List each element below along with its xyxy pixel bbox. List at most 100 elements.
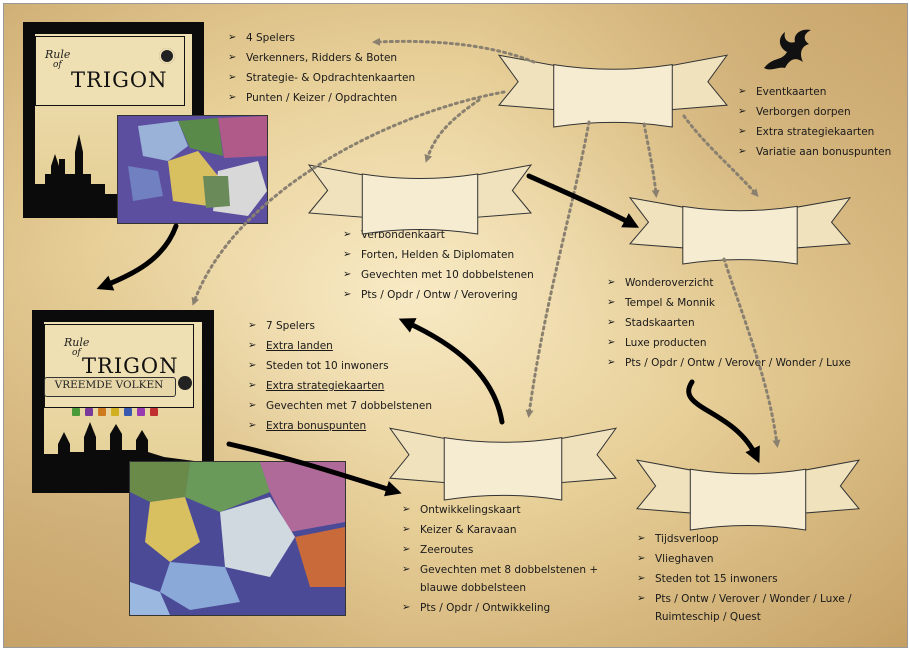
- bullet-arrow-icon: ➢: [738, 86, 747, 97]
- faction-violet-icon: [137, 408, 145, 416]
- castle-silhouette: [35, 134, 192, 206]
- trigon-logo-icon: [159, 48, 175, 64]
- banner-moderne-line1: De Moderne: [698, 476, 778, 490]
- bullet-arrow-icon: ➢: [402, 504, 411, 515]
- list-item: ➢Luxe producten: [607, 333, 851, 353]
- base-map-image: [118, 116, 267, 223]
- list-item: ➢Strategie- & Opdrachtenkaarten: [228, 68, 415, 88]
- expansion-map-image: [130, 462, 345, 615]
- base-game-map: [117, 115, 268, 224]
- list-item: ➢Extra strategiekaarten: [248, 376, 432, 396]
- bullet-arrow-icon: ➢: [607, 357, 616, 368]
- bullet-arrow-icon: ➢: [637, 553, 646, 564]
- dotted-arrow-mythen-to-handel: [525, 120, 591, 418]
- list-item: ➢Steden tot 10 inwoners: [248, 356, 432, 376]
- bullet-arrow-icon: ➢: [248, 380, 257, 391]
- list-wonderen: ➢Wonderoverzicht ➢Tempel & Monnik ➢Stads…: [607, 273, 851, 373]
- expansion-map: [129, 461, 346, 616]
- list-item: ➢Gevechten met 7 dobbelstenen: [248, 396, 432, 416]
- list-item: ➢Wonderoverzicht: [607, 273, 851, 293]
- base-cover-title: TRIGON: [71, 68, 168, 92]
- faction-yellow-icon: [111, 408, 119, 416]
- banner-helden-line1: Helden &: [385, 178, 447, 192]
- base-cover-rule: Rule: [45, 48, 71, 61]
- list-item: ➢Stadskaarten: [607, 313, 851, 333]
- list-item: ➢Ontwikkelingskaart: [402, 500, 610, 520]
- banner-moderne-wereld: De Moderne Wereld: [686, 474, 790, 512]
- banner-handel-line1: Handel &: [473, 444, 535, 458]
- list-item: ➢Pts / Ontw / Verover / Wonder / Luxe / …: [637, 589, 895, 626]
- bullet-arrow-icon: ➢: [637, 533, 646, 544]
- list-handel: ➢Ontwikkelingskaart ➢Keizer & Karavaan ➢…: [402, 500, 610, 618]
- bullet-arrow-icon: ➢: [248, 420, 257, 431]
- black-arrow-base-to-vreemde: [96, 223, 179, 291]
- banner-helden-verbonden: Helden & Verbonden: [364, 176, 468, 214]
- list-item: ➢Verkenners, Ridders & Boten: [228, 48, 415, 68]
- banner-mythen-legenden: Mythen & Legenden: [556, 67, 660, 105]
- banner-helden-line2: Verbonden: [381, 197, 451, 211]
- base-cover-of: of: [53, 60, 62, 70]
- list-item: ➢Variatie aan bonuspunten: [738, 142, 891, 162]
- bullet-arrow-icon: ➢: [343, 269, 352, 280]
- bullet-arrow-icon: ➢: [402, 544, 411, 555]
- bullet-arrow-icon: ➢: [738, 146, 747, 157]
- list-item: ➢Zeeroutes: [402, 540, 610, 560]
- bullet-arrow-icon: ➢: [248, 320, 257, 331]
- banner-wonderen-line2: Wereld: [717, 235, 763, 249]
- bullet-arrow-icon: ➢: [402, 564, 411, 575]
- bullet-arrow-icon: ➢: [637, 593, 646, 604]
- banner-mythen-line1: Mythen &: [576, 69, 640, 83]
- list-item: ➢Vlieghaven: [637, 549, 895, 569]
- expansion-subtitle-banner: [44, 377, 176, 397]
- list-item: ➢Extra strategiekaarten: [738, 122, 891, 142]
- list-item: ➢4 Spelers: [228, 28, 415, 48]
- list-item: ➢Tempel & Monnik: [607, 293, 851, 313]
- expansion-cover-title: TRIGON: [82, 354, 179, 378]
- dotted-arrow-mythen-to-helden: [424, 98, 481, 163]
- list-item: ➢Extra bonuspunten: [248, 416, 432, 436]
- list-item: ➢Eventkaarten: [738, 82, 891, 102]
- list-item: ➢Forten, Helden & Diplomaten: [343, 245, 534, 265]
- banner-handel-ontwikkeling: Handel & Ontwikkeling: [448, 442, 560, 480]
- faction-orange-icon: [98, 408, 106, 416]
- black-arrow-helden-to-wonderen: [526, 173, 640, 228]
- bullet-arrow-icon: ➢: [343, 229, 352, 240]
- list-mythen: ➢Eventkaarten ➢Verborgen dorpen ➢Extra s…: [738, 82, 891, 162]
- list-item: ➢Verbondenkaart: [343, 225, 534, 245]
- bullet-arrow-icon: ➢: [343, 249, 352, 260]
- list-item: ➢Tijdsverloop: [637, 529, 895, 549]
- bullet-arrow-icon: ➢: [607, 317, 616, 328]
- dotted-arrow-mythen-to-wonderen-a: [642, 122, 660, 198]
- bullet-arrow-icon: ➢: [248, 400, 257, 411]
- base-title-box: [35, 36, 185, 106]
- banner-moderne-line2: Wereld: [715, 495, 761, 509]
- bullet-arrow-icon: ➢: [738, 106, 747, 117]
- list-item: ➢Pts / Opdr / Ontw / Verovering: [343, 285, 534, 305]
- list-moderne: ➢Tijdsverloop ➢Vlieghaven ➢Steden tot 15…: [637, 529, 895, 626]
- list-base-game: ➢4 Spelers ➢Verkenners, Ridders & Boten …: [228, 28, 415, 108]
- bullet-arrow-icon: ➢: [248, 360, 257, 371]
- list-item: ➢Keizer & Karavaan: [402, 520, 610, 540]
- list-item: ➢7 Spelers: [248, 316, 432, 336]
- list-vreemde-volken: ➢7 Spelers ➢Extra landen ➢Steden tot 10 …: [248, 316, 432, 436]
- expansion-cover-subtitle: VREEMDE VOLKEN: [54, 379, 164, 391]
- bullet-arrow-icon: ➢: [607, 297, 616, 308]
- banner-wonderen-line1: Wonderen van de: [684, 216, 796, 230]
- bullet-arrow-icon: ➢: [607, 277, 616, 288]
- list-item: ➢Verborgen dorpen: [738, 102, 891, 122]
- banner-handel-line2: Ontwikkeling: [460, 463, 548, 477]
- bullet-arrow-icon: ➢: [228, 32, 237, 43]
- bullet-arrow-icon: ➢: [228, 52, 237, 63]
- faction-red-icon: [150, 408, 158, 416]
- bullet-arrow-icon: ➢: [402, 524, 411, 535]
- faction-green-icon: [72, 408, 80, 416]
- banner-mythen-line2: Legenden: [576, 88, 640, 102]
- bullet-arrow-icon: ➢: [402, 602, 411, 613]
- faction-blue-icon: [124, 408, 132, 416]
- bullet-arrow-icon: ➢: [228, 92, 237, 103]
- bullet-arrow-icon: ➢: [607, 337, 616, 348]
- bullet-arrow-icon: ➢: [228, 72, 237, 83]
- list-item: ➢Pts / Opdr / Ontw / Verover / Wonder / …: [607, 353, 851, 373]
- bullet-arrow-icon: ➢: [343, 289, 352, 300]
- expansion-logo-icon: [178, 376, 192, 390]
